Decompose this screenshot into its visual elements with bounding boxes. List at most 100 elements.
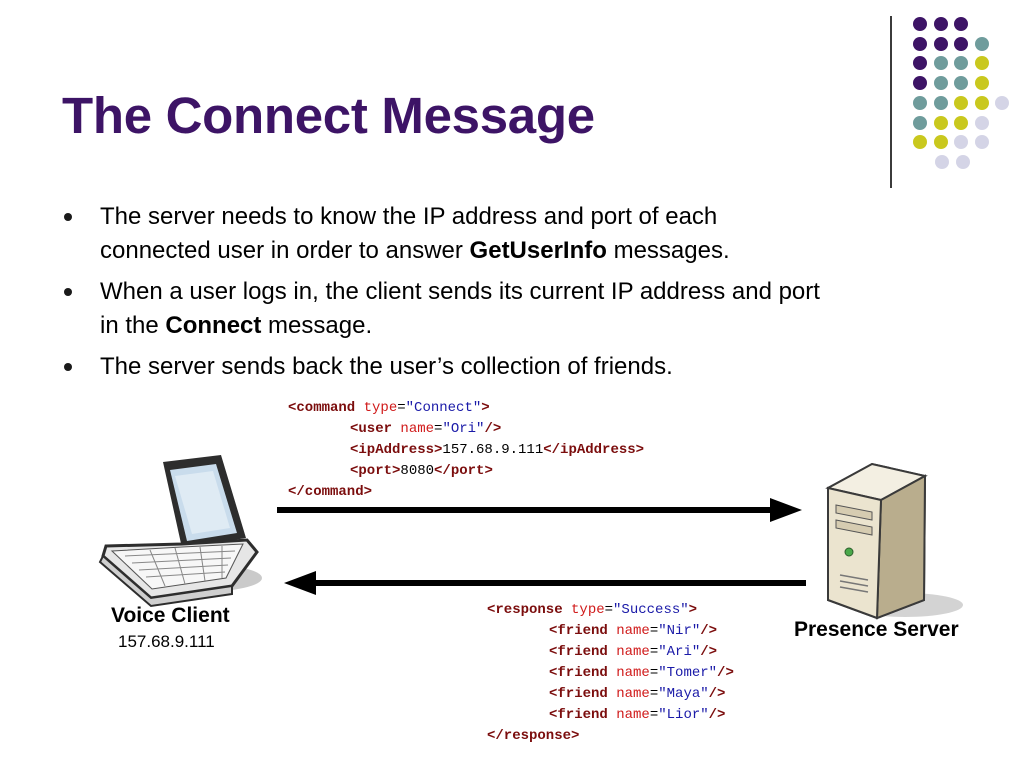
- xml-val-token: "Ori": [442, 421, 485, 437]
- request-xml-line: <user name="Ori"/>: [288, 419, 644, 440]
- request-xml-code: <command type="Connect"><user name="Ori"…: [288, 398, 644, 503]
- bullet-line: in the Connect message.: [100, 309, 982, 343]
- decorative-dot: [933, 115, 948, 130]
- xml-attr-token: name: [616, 707, 650, 723]
- server-name-label: Presence Server: [794, 618, 959, 641]
- bullet-text: The server needs to know the IP address …: [100, 203, 718, 230]
- xml-eq-token: =: [649, 707, 659, 723]
- decorative-dot: [974, 36, 989, 51]
- bullet-line: The server sends back the user’s collect…: [100, 350, 982, 384]
- title-divider-line: [890, 16, 892, 188]
- xml-eq-token: =: [649, 623, 659, 639]
- xml-eq-token: =: [604, 602, 614, 618]
- bullet-dot-icon: [64, 363, 72, 371]
- decorative-dot: [954, 17, 968, 31]
- xml-attr-token: type: [571, 602, 605, 618]
- xml-val-token: "Maya": [658, 686, 709, 702]
- xml-val-token: "Tomer": [658, 665, 718, 681]
- xml-attr-token: name: [616, 644, 650, 660]
- bullet-item: When a user logs in, the client sends it…: [62, 275, 982, 343]
- response-xml-line: <friend name="Lior"/>: [487, 705, 734, 726]
- decorative-dot: [954, 115, 968, 130]
- decorative-dot: [995, 95, 1009, 110]
- decorative-dot: [954, 135, 968, 150]
- xml-tag-token: <friend: [549, 644, 617, 660]
- xml-tag-token: />: [484, 421, 502, 437]
- decorative-dot: [933, 56, 948, 71]
- decorative-dot: [974, 115, 989, 130]
- decorative-dot: [974, 76, 989, 91]
- decorative-dot: [913, 95, 927, 110]
- response-xml-line: <friend name="Ari"/>: [487, 642, 734, 663]
- request-xml-line: <ipAddress>157.68.9.111</ipAddress>: [288, 440, 644, 461]
- bullet-text: in the: [100, 312, 166, 339]
- xml-tag-token: </port>: [434, 463, 493, 479]
- xml-tag-token: />: [700, 623, 718, 639]
- decorative-dot: [935, 154, 949, 169]
- bullet-dot-icon: [64, 213, 72, 221]
- xml-txt-token: 8080: [400, 463, 435, 479]
- decorative-dot: [933, 95, 948, 110]
- xml-tag-token: <friend: [549, 707, 617, 723]
- bullet-text: The server sends back the user’s collect…: [100, 353, 673, 380]
- decorative-dot: [954, 95, 968, 110]
- request-arrow: [277, 498, 802, 522]
- xml-tag-token: <friend: [549, 665, 617, 681]
- decorative-dot: [933, 76, 948, 91]
- xml-tag-token: </response>: [487, 728, 580, 744]
- bullet-line: The server needs to know the IP address …: [100, 200, 982, 234]
- decorative-dot: [974, 135, 989, 150]
- decorative-dot: [913, 17, 927, 31]
- bullet-text: connected user in order to answer: [100, 237, 470, 264]
- response-xml-line: <friend name="Tomer"/>: [487, 663, 734, 684]
- xml-eq-token: =: [649, 644, 659, 660]
- xml-eq-token: =: [649, 665, 659, 681]
- xml-val-token: "Connect": [405, 400, 482, 416]
- xml-tag-token: <response: [487, 602, 572, 618]
- bullet-text: messages.: [606, 237, 730, 264]
- xml-eq-token: =: [434, 421, 443, 437]
- decorative-dot: [913, 135, 927, 150]
- xml-attr-token: name: [616, 686, 650, 702]
- decorative-dot: [913, 76, 927, 91]
- xml-attr-token: type: [363, 400, 398, 416]
- xml-attr-token: name: [616, 665, 650, 681]
- decorative-dot: [933, 135, 948, 150]
- decorative-dot: [913, 115, 927, 130]
- response-arrow: [284, 571, 806, 595]
- client-ip-label: 157.68.9.111: [118, 632, 215, 651]
- xml-tag-token: />: [708, 707, 726, 723]
- xml-val-token: "Lior": [658, 707, 709, 723]
- decorative-dot: [974, 56, 989, 71]
- xml-tag-token: </command>: [288, 484, 373, 500]
- xml-eq-token: =: [397, 400, 406, 416]
- xml-tag-token: >: [688, 602, 698, 618]
- xml-tag-token: />: [708, 686, 726, 702]
- xml-val-token: "Ari": [658, 644, 701, 660]
- decorative-dot: [913, 56, 927, 71]
- bullet-keyword: Connect: [165, 312, 262, 339]
- decorative-dot: [933, 17, 948, 31]
- bullet-line: When a user logs in, the client sends it…: [100, 275, 982, 309]
- xml-tag-token: <port>: [350, 463, 401, 479]
- decorative-dot: [955, 154, 970, 169]
- xml-tag-token: </ipAddress>: [543, 442, 645, 458]
- response-xml-line: <friend name="Nir"/>: [487, 621, 734, 642]
- decorative-dot: [913, 36, 927, 51]
- xml-tag-token: <command: [288, 400, 364, 416]
- xml-tag-token: <friend: [549, 623, 617, 639]
- request-xml-line: </command>: [288, 482, 644, 503]
- response-xml-line: </response>: [487, 726, 734, 747]
- request-xml-line: <port>8080</port>: [288, 461, 644, 482]
- xml-tag-token: <ipAddress>: [350, 442, 443, 458]
- xml-eq-token: =: [649, 686, 659, 702]
- decorative-dot: [954, 76, 968, 91]
- xml-tag-token: <user: [350, 421, 401, 437]
- request-xml-line: <command type="Connect">: [288, 398, 644, 419]
- decorative-dot: [974, 95, 989, 110]
- bullet-list: The server needs to know the IP address …: [62, 200, 982, 391]
